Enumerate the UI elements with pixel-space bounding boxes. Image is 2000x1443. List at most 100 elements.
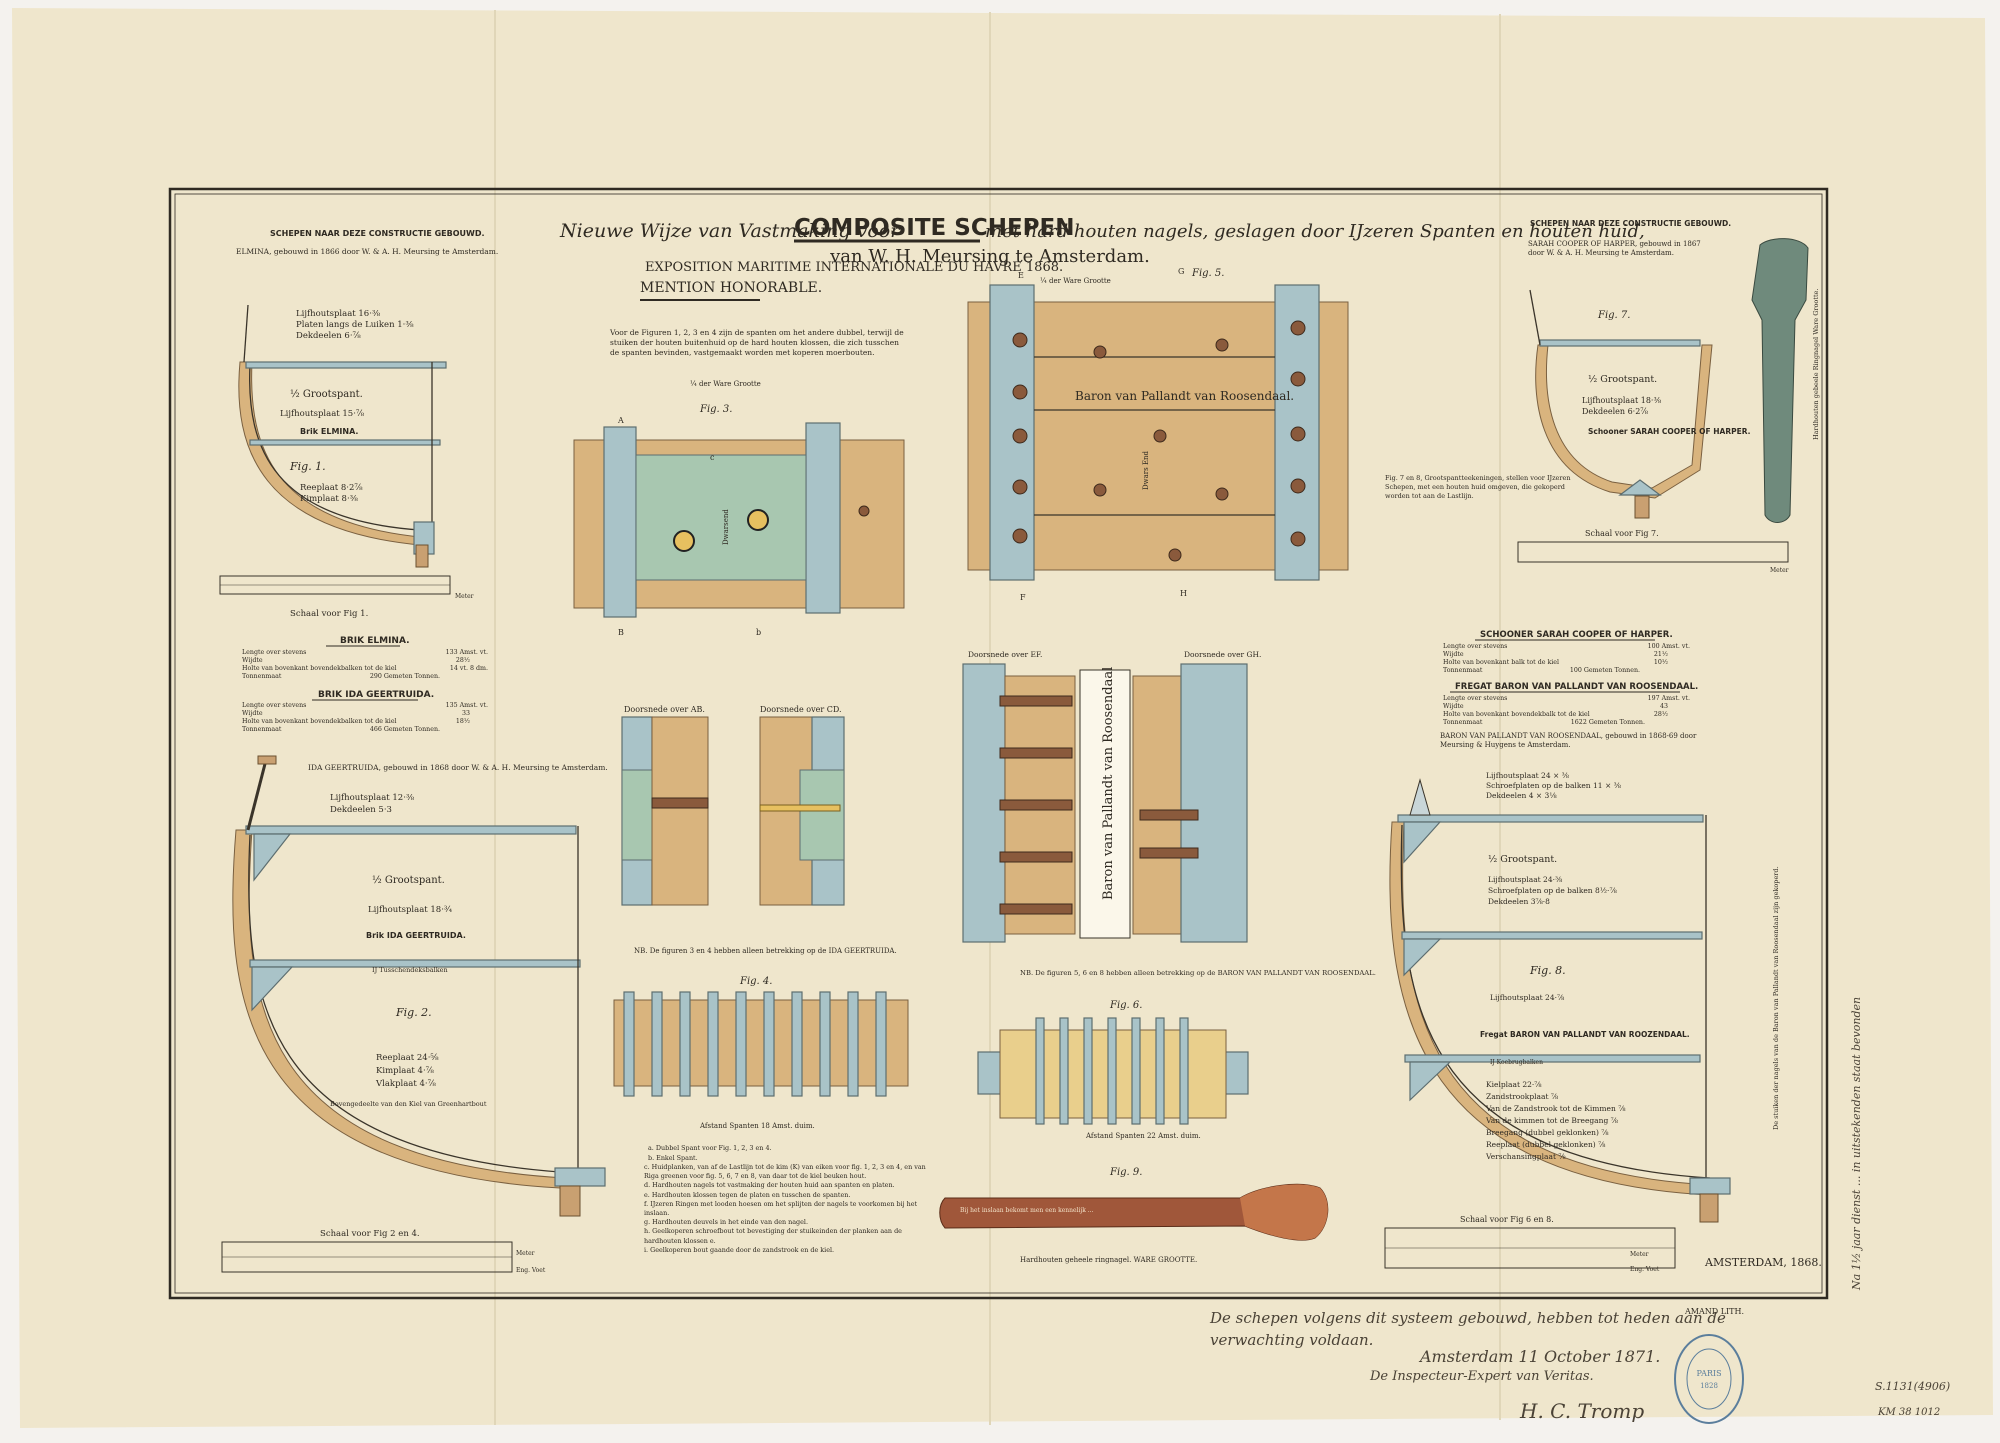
svg-text:Tonnenmaat: Tonnenmaat [1443, 667, 1483, 674]
svg-text:466 Gemeten Tonnen.: 466 Gemeten Tonnen. [370, 726, 440, 733]
section-gh-label: Doorsnede over GH. [1184, 650, 1261, 659]
svg-text:A: A [617, 416, 624, 425]
section-ef-gh-drawing: Baron van Pallandt van Roosendaal [962, 663, 1248, 943]
svg-text:Dekdeelen 6·2⅞: Dekdeelen 6·2⅞ [1582, 407, 1648, 416]
margin-note: Na 1½ jaar dienst ... in uitstekenden st… [1850, 997, 1863, 1291]
fig2-scale-bar: Schaal voor Fig 2 en 4. Meter Eng. Voet [221, 1229, 546, 1274]
svg-text:b. Enkel Spant.: b. Enkel Spant. [648, 1154, 698, 1162]
svg-text:Lijfhoutsplaat 15·⅞: Lijfhoutsplaat 15·⅞ [280, 409, 365, 419]
fig6-caption: Afstand Spanten 22 Amst. duim. [1085, 1132, 1201, 1140]
svg-text:Lijfhoutsplaat 16·⅜: Lijfhoutsplaat 16·⅜ [296, 309, 381, 319]
svg-text:197 Amst. vt.: 197 Amst. vt. [1648, 695, 1690, 702]
svg-text:10½: 10½ [1654, 659, 1668, 666]
svg-text:BRIK ELMINA.: BRIK ELMINA. [340, 636, 410, 646]
section-ef-label: Doorsnede over EF. [968, 650, 1042, 659]
svg-text:Eng. Voet: Eng. Voet [516, 1267, 546, 1274]
title-line2: van W. H. Meursing te Amsterdam. [829, 246, 1150, 267]
svg-text:SCHOONER SARAH COOPER OF HARPE: SCHOONER SARAH COOPER OF HARPER. [1480, 630, 1673, 640]
svg-text:Van de Zandstrook tot de Kimme: Van de Zandstrook tot de Kimmen ⅞ [1485, 1104, 1626, 1113]
svg-text:Kielplaat 22·⅞: Kielplaat 22·⅞ [1486, 1080, 1542, 1089]
svg-text:stuiken der houten buitenhuid: stuiken der houten buitenhuid op de hard… [610, 338, 899, 347]
svg-text:Dwarsend: Dwarsend [722, 509, 730, 545]
svg-text:100 Amst. vt.: 100 Amst. vt. [1648, 643, 1690, 650]
svg-text:Lengte over stevens: Lengte over stevens [1443, 695, 1507, 702]
fig7-hull-section [1529, 289, 1713, 519]
svg-text:Lijfhoutsplaat 18·⅜: Lijfhoutsplaat 18·⅜ [1582, 396, 1661, 405]
ring-nail-full-size: Hardhouten gebeele Ringnagel Ware Groott… [1751, 238, 1820, 523]
svg-text:Hardhouten gebeele Ringnagel W: Hardhouten gebeele Ringnagel Ware Groott… [1812, 289, 1820, 440]
svg-text:Baron van Pallandt van Roosend: Baron van Pallandt van Roosendaal [1101, 667, 1116, 900]
handwritten-certification: De schepen volgens dit systeem gebouwd, … [1209, 1309, 1726, 1423]
svg-text:Eng. Voet: Eng. Voet [1630, 1266, 1660, 1273]
svg-text:De schepen volgens dit systeem: De schepen volgens dit systeem gebouwd, … [1209, 1309, 1726, 1327]
svg-text:Tonnenmaat: Tonnenmaat [242, 673, 282, 680]
fig6-label: Fig. 6. [1109, 1000, 1142, 1011]
svg-text:Dekdeelen 4 × 3⅛: Dekdeelen 4 × 3⅛ [1486, 791, 1557, 800]
svg-text:FREGAT BARON VAN PALLANDT VAN: FREGAT BARON VAN PALLANDT VAN ROOSENDAAL… [1455, 682, 1698, 692]
fig8-scale-bar: Schaal voor Fig 6 en 8. Meter Eng. Voet [1384, 1215, 1676, 1273]
svg-text:NB. De figuren 5, 6 en 8 hebbe: NB. De figuren 5, 6 en 8 hebben alleen b… [1020, 969, 1376, 977]
svg-text:Lijfhoutsplaat 12·⅜: Lijfhoutsplaat 12·⅜ [330, 793, 415, 803]
right-header: SCHEPEN NAAR DEZE CONSTRUCTIE GEBOUWD. [1530, 219, 1731, 228]
sarah-caption: SARAH COOPER OF HARPER, gebouwd in 1867 … [1528, 240, 1701, 257]
fig4-caption: Afstand Spanten 18 Amst. duim. [699, 1122, 815, 1130]
svg-text:28½: 28½ [456, 657, 470, 664]
fig7-scale-bar: Schaal voor Fig 7. Meter [1517, 529, 1789, 574]
svg-text:Lengte over stevens: Lengte over stevens [1443, 643, 1507, 650]
legend-item: c. Huidplanken, van af de Lastlijn tot d… [644, 1163, 926, 1181]
svg-text:Fregat BARON VAN PALLANDT VAN: Fregat BARON VAN PALLANDT VAN ROOZENDAAL… [1480, 1030, 1690, 1039]
svg-text:Kimplaat 4·⅞: Kimplaat 4·⅞ [376, 1066, 435, 1076]
svg-text:Lijfhoutsplaat 24·⅜: Lijfhoutsplaat 24·⅜ [1488, 875, 1563, 884]
svg-text:Tonnenmaat: Tonnenmaat [242, 726, 282, 733]
fig4-label: Fig. 4. [739, 976, 772, 987]
svg-text:BRIK IDA GEERTRUIDA.: BRIK IDA GEERTRUIDA. [318, 690, 434, 700]
left-header: SCHEPEN NAAR DEZE CONSTRUCTIE GEBOUWD. [270, 229, 485, 238]
table-schooner-sarah-cooper: SCHOONER SARAH COOPER OF HARPER. Lengte … [1443, 630, 1690, 674]
fig9-label: Fig. 9. [1109, 1167, 1142, 1178]
fig3-label: Fig. 3. [699, 404, 732, 415]
svg-text:½ Grootspant.: ½ Grootspant. [1588, 374, 1657, 385]
svg-text:18½: 18½ [456, 718, 470, 725]
svg-text:E: E [1018, 271, 1024, 280]
fig5-scale-note: ¼ der Ware Grootte [1040, 277, 1111, 285]
svg-text:Kimplaat 8·⅜: Kimplaat 8·⅜ [300, 494, 359, 504]
svg-text:c: c [710, 453, 715, 462]
title-highlight: COMPOSITE SCHEPEN [794, 215, 1074, 241]
svg-text:Wijdte: Wijdte [1443, 651, 1464, 658]
svg-text:G: G [1178, 267, 1184, 276]
svg-text:Schaal voor Fig 7.: Schaal voor Fig 7. [1585, 529, 1659, 538]
fig2-hull-section [232, 755, 606, 1217]
svg-text:Verschansingplaat ⅞: Verschansingplaat ⅞ [1485, 1152, 1566, 1161]
table-fregat-baron: FREGAT BARON VAN PALLANDT VAN ROOSENDAAL… [1443, 682, 1698, 726]
svg-text:a. Dubbel Spant voor Fig. 1, 2: a. Dubbel Spant voor Fig. 1, 2, 3 en 4. [648, 1144, 772, 1152]
nb-figures-3-4: NB. De figuren 3 en 4 hebben alleen betr… [634, 947, 897, 955]
svg-text:Amsterdam 11 October 1871.: Amsterdam 11 October 1871. [1418, 1347, 1660, 1366]
svg-text:21½: 21½ [1654, 651, 1668, 658]
svg-text:28½: 28½ [1654, 711, 1668, 718]
svg-text:1828: 1828 [1700, 1382, 1718, 1390]
fig7-8-note: Fig. 7 en 8, Grootspantteekeningen, stel… [1385, 474, 1571, 500]
svg-text:Schooner SARAH COOPER OF HARPE: Schooner SARAH COOPER OF HARPER. [1588, 427, 1751, 436]
baron-caption: BARON VAN PALLANDT VAN ROOSENDAAL, gebou… [1440, 732, 1697, 749]
fig6-drawing [977, 1017, 1249, 1125]
svg-text:Holte van bovenkant bovendekba: Holte van bovenkant bovendekbalk tot de … [1443, 711, 1590, 718]
signature: H. C. Tromp [1519, 1399, 1644, 1423]
archive-mark-2: KM 38 1012 [1877, 1407, 1940, 1418]
svg-text:De Inspecteur-Expert van Verit: De Inspecteur-Expert van Veritas. [1369, 1369, 1594, 1384]
svg-text:Lengte over stevens: Lengte over stevens [242, 649, 306, 656]
svg-text:Meter: Meter [516, 1250, 535, 1257]
svg-text:Lijfhoutsplaat 24·⅞: Lijfhoutsplaat 24·⅞ [1490, 993, 1565, 1002]
exposition-line1: EXPOSITION MARITIME INTERNATIONALE DU HA… [645, 260, 1063, 275]
intro-note: Voor de Figuren 1, 2, 3 en 4 zijn de spa… [609, 328, 904, 357]
fig1-hull-section [238, 304, 447, 568]
svg-text:Lijfhoutsplaat 18·¾: Lijfhoutsplaat 18·¾ [368, 904, 452, 915]
svg-text:Lengte over stevens: Lengte over stevens [242, 702, 306, 709]
svg-text:Meter: Meter [1630, 1251, 1649, 1258]
svg-text:Platen langs de Luiken 1·⅜: Platen langs de Luiken 1·⅜ [296, 320, 414, 330]
svg-text:Meter: Meter [1770, 567, 1789, 574]
ida-caption: IDA GEERTRUIDA, gebouwd in 1868 door W. … [308, 763, 608, 772]
svg-text:Reeplaat (dubbel geklonken) ⅞: Reeplaat (dubbel geklonken) ⅞ [1486, 1140, 1606, 1149]
svg-text:Reeplaat 8·2⅞: Reeplaat 8·2⅞ [300, 483, 363, 493]
elmina-caption: ELMINA, gebouwd in 1866 door W. & A. H. … [236, 247, 498, 256]
